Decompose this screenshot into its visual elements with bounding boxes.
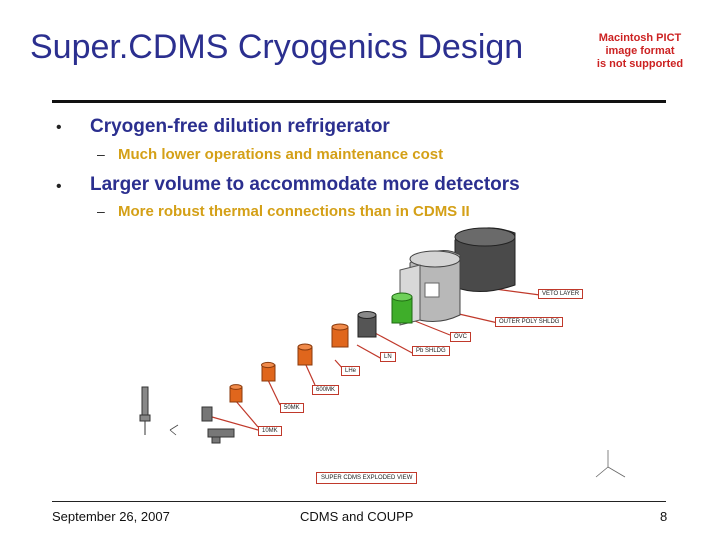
600mk-can [262,362,276,381]
pb-shield-can [358,312,376,338]
footer-divider [52,501,666,502]
label-exploded-view-caption: SUPER CDMS EXPLODED VIEW [316,472,417,484]
10mk-stage [202,407,234,443]
slide-number: 8 [660,509,667,524]
slide-title: Super.CDMS Cryogenics Design [30,28,590,67]
pict-line-2: image format [592,45,688,58]
bullet-marker: • [56,178,62,196]
veto-layer-shell [455,228,515,292]
exploded-view-diagram: VETO LAYER OUTER POLY SHLDG OVC Pb SHLDG… [120,215,640,500]
bullet-1-text: Cryogen-free dilution refrigerator [90,116,390,138]
green-can [392,293,412,323]
ln-can [332,324,348,347]
label-ln: LN [380,352,396,362]
label-pb-shield: Pb SHLDG [412,346,450,356]
sub-bullet-marker: – [97,146,105,162]
label-600mk: 600MK [312,385,339,395]
pict-line-1: Macintosh PICT [592,32,688,45]
label-outer-poly-shield: OUTER POLY SHLDG [495,317,563,327]
label-50mk: 50MK [280,403,304,413]
title-divider [52,100,666,103]
label-10mk: 10MK [258,426,282,436]
bullet-marker: • [56,119,62,137]
sub-bullet-marker: – [97,203,105,219]
detector-tower [140,387,150,435]
callout-arrows [205,283,540,430]
50mk-can [230,385,242,402]
label-veto-layer: VETO LAYER [538,289,583,299]
label-lhe: LHe [341,366,360,376]
footer-date: September 26, 2007 [52,509,170,524]
bullet-1-sub-text: Much lower operations and maintenance co… [118,146,443,163]
axis-marker-left [170,425,178,435]
axis-glyph [596,450,625,477]
lhe-can [298,344,312,365]
pict-line-3: is not supported [592,58,688,71]
bullet-2-text: Larger volume to accommodate more detect… [90,174,520,196]
label-ovc: OVC [450,332,471,342]
footer-center-text: CDMS and COUPP [300,509,413,524]
pict-unsupported-notice: Macintosh PICT image format is not suppo… [592,32,688,71]
